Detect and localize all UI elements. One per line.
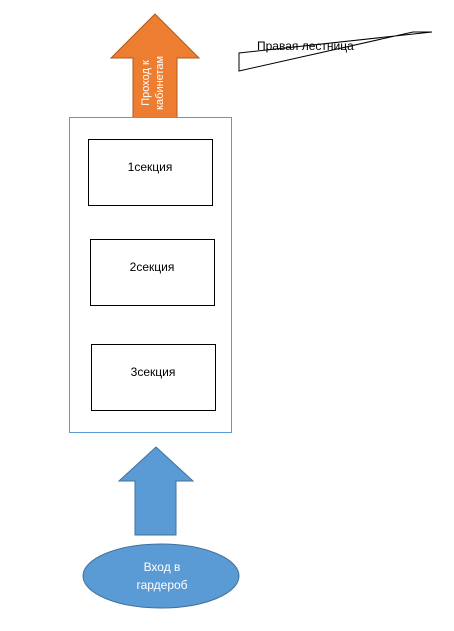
right-stairs-label: Правая лестница (257, 39, 354, 53)
right-stairs-shape (238, 31, 433, 72)
entrance-label-line1: Вход в (143, 560, 181, 574)
entrance-ellipse (82, 543, 240, 609)
passage-label: Проход к кабинетам (139, 33, 171, 133)
passage-label-line1: Проход к (140, 60, 152, 106)
section-label-1: 1секция (127, 160, 173, 174)
entrance-arrow (117, 446, 195, 536)
section-box-2 (90, 239, 215, 306)
section-label-2: 2секция (129, 260, 175, 274)
entrance-label-line2: гардероб (136, 578, 188, 592)
section-box-1 (88, 139, 213, 206)
section-box-3 (91, 344, 216, 411)
entrance-label: Вход в гардероб (84, 558, 240, 594)
section-label-3: 3секция (130, 365, 176, 379)
passage-label-line2: кабинетам (154, 55, 166, 111)
